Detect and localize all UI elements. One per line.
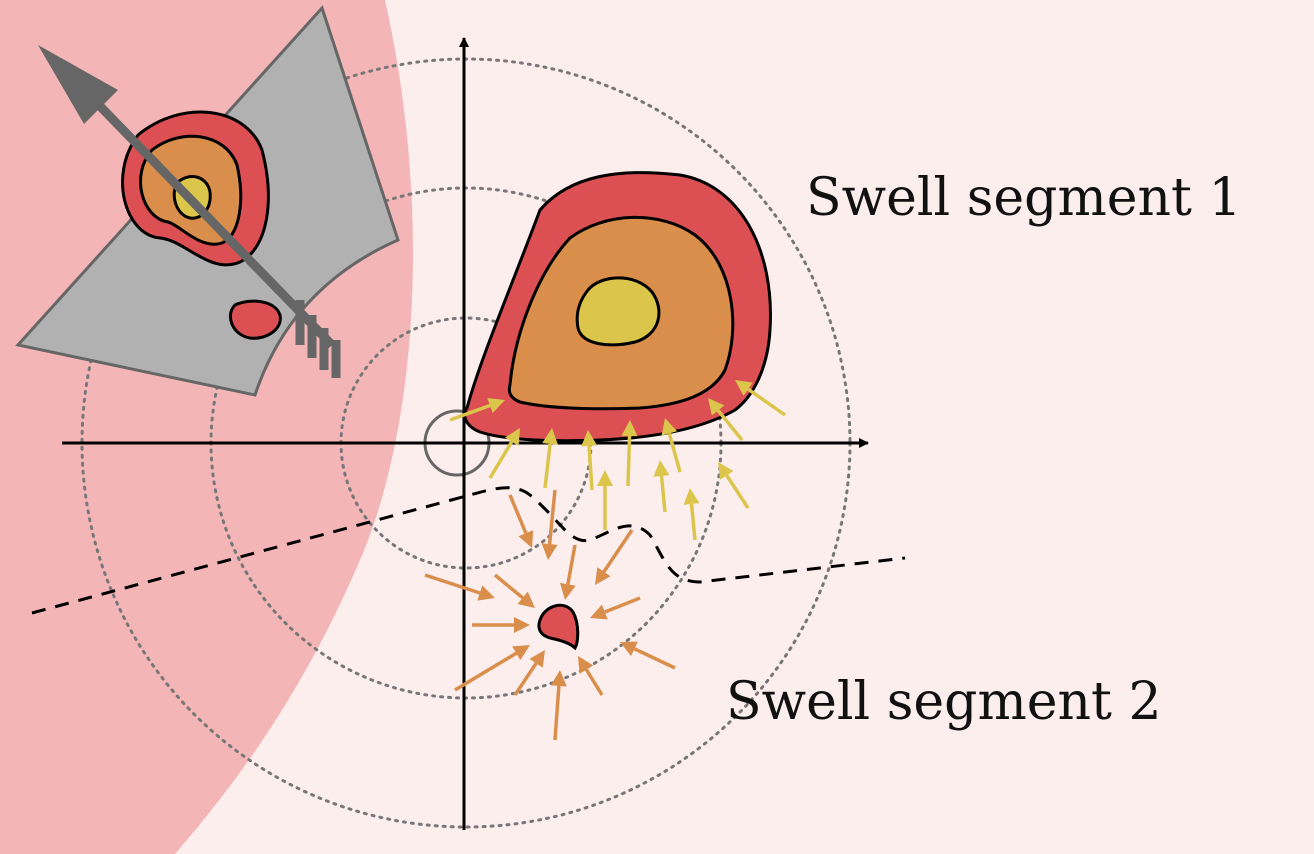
sector-small-blob (230, 301, 280, 338)
segment-1-inner-contour (577, 278, 659, 345)
swell-segment-1-label: Swell segment 1 (806, 172, 1242, 224)
swell-segment-2-label: Swell segment 2 (726, 676, 1162, 728)
